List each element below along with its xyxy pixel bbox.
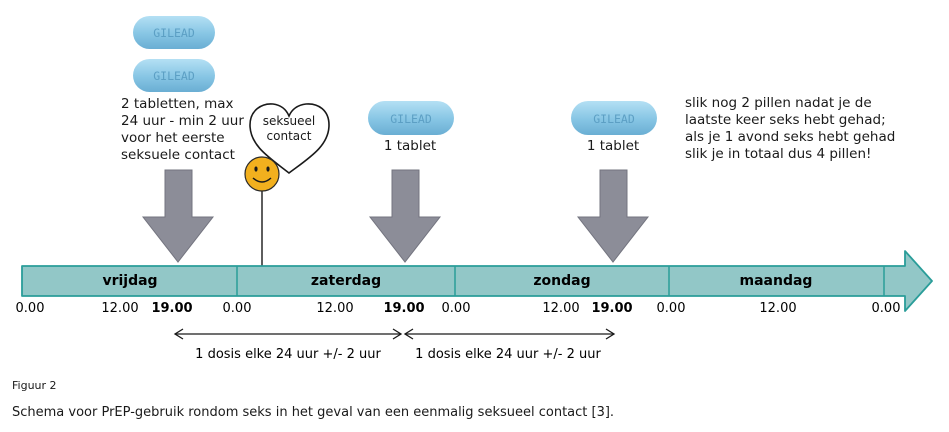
pill-imprint: GILEAD	[153, 26, 195, 40]
figure-caption: Schema voor PrEP-gebruik rondom seks in …	[12, 405, 615, 420]
timeline-bar	[21, 250, 933, 312]
pill-imprint: GILEAD	[593, 112, 635, 126]
interval-label: 1 dosis elke 24 uur +/- 2 uur	[195, 347, 381, 362]
tick-label: 12.00	[101, 301, 138, 316]
tick-label: 12.00	[759, 301, 796, 316]
tick-label: 12.00	[316, 301, 353, 316]
heart-icon	[249, 103, 330, 175]
smiley-icon	[244, 156, 280, 192]
note-friday: 2 tabletten, max 24 uur - min 2 uur voor…	[121, 96, 244, 163]
pill-icon: GILEAD	[133, 16, 215, 49]
day-label-friday: vrijdag	[102, 273, 157, 289]
tick-label: 19.00	[591, 301, 632, 316]
day-label-saturday: zaterdag	[311, 273, 381, 289]
tick-label: 0.00	[872, 301, 901, 316]
tick-label: 0.00	[442, 301, 471, 316]
heart-label: seksueel contact	[262, 114, 316, 143]
pill-icon: GILEAD	[133, 59, 215, 92]
day-label-sunday: zondag	[533, 273, 590, 289]
figure-label: Figuur 2	[12, 379, 57, 392]
tick-label: 12.00	[542, 301, 579, 316]
dose-arrow-saturday	[368, 169, 442, 263]
interval-arrow	[173, 328, 403, 340]
day-label-monday: maandag	[740, 273, 813, 289]
dose-arrow-friday	[141, 169, 215, 263]
tick-label: 19.00	[383, 301, 424, 316]
interval-arrow	[403, 328, 616, 340]
pill-imprint: GILEAD	[153, 69, 195, 83]
note-sunday: 1 tablet	[586, 138, 640, 154]
tick-label: 0.00	[657, 301, 686, 316]
interval-label: 1 dosis elke 24 uur +/- 2 uur	[415, 347, 601, 362]
note-after: slik nog 2 pillen nadat je de laatste ke…	[685, 95, 896, 162]
pill-icon: GILEAD	[368, 101, 454, 135]
tick-label: 0.00	[223, 301, 252, 316]
pill-icon: GILEAD	[571, 101, 657, 135]
tick-label: 0.00	[16, 301, 45, 316]
dose-arrow-sunday	[576, 169, 650, 263]
tick-label: 19.00	[151, 301, 192, 316]
note-saturday: 1 tablet	[383, 138, 437, 154]
pill-imprint: GILEAD	[390, 112, 432, 126]
